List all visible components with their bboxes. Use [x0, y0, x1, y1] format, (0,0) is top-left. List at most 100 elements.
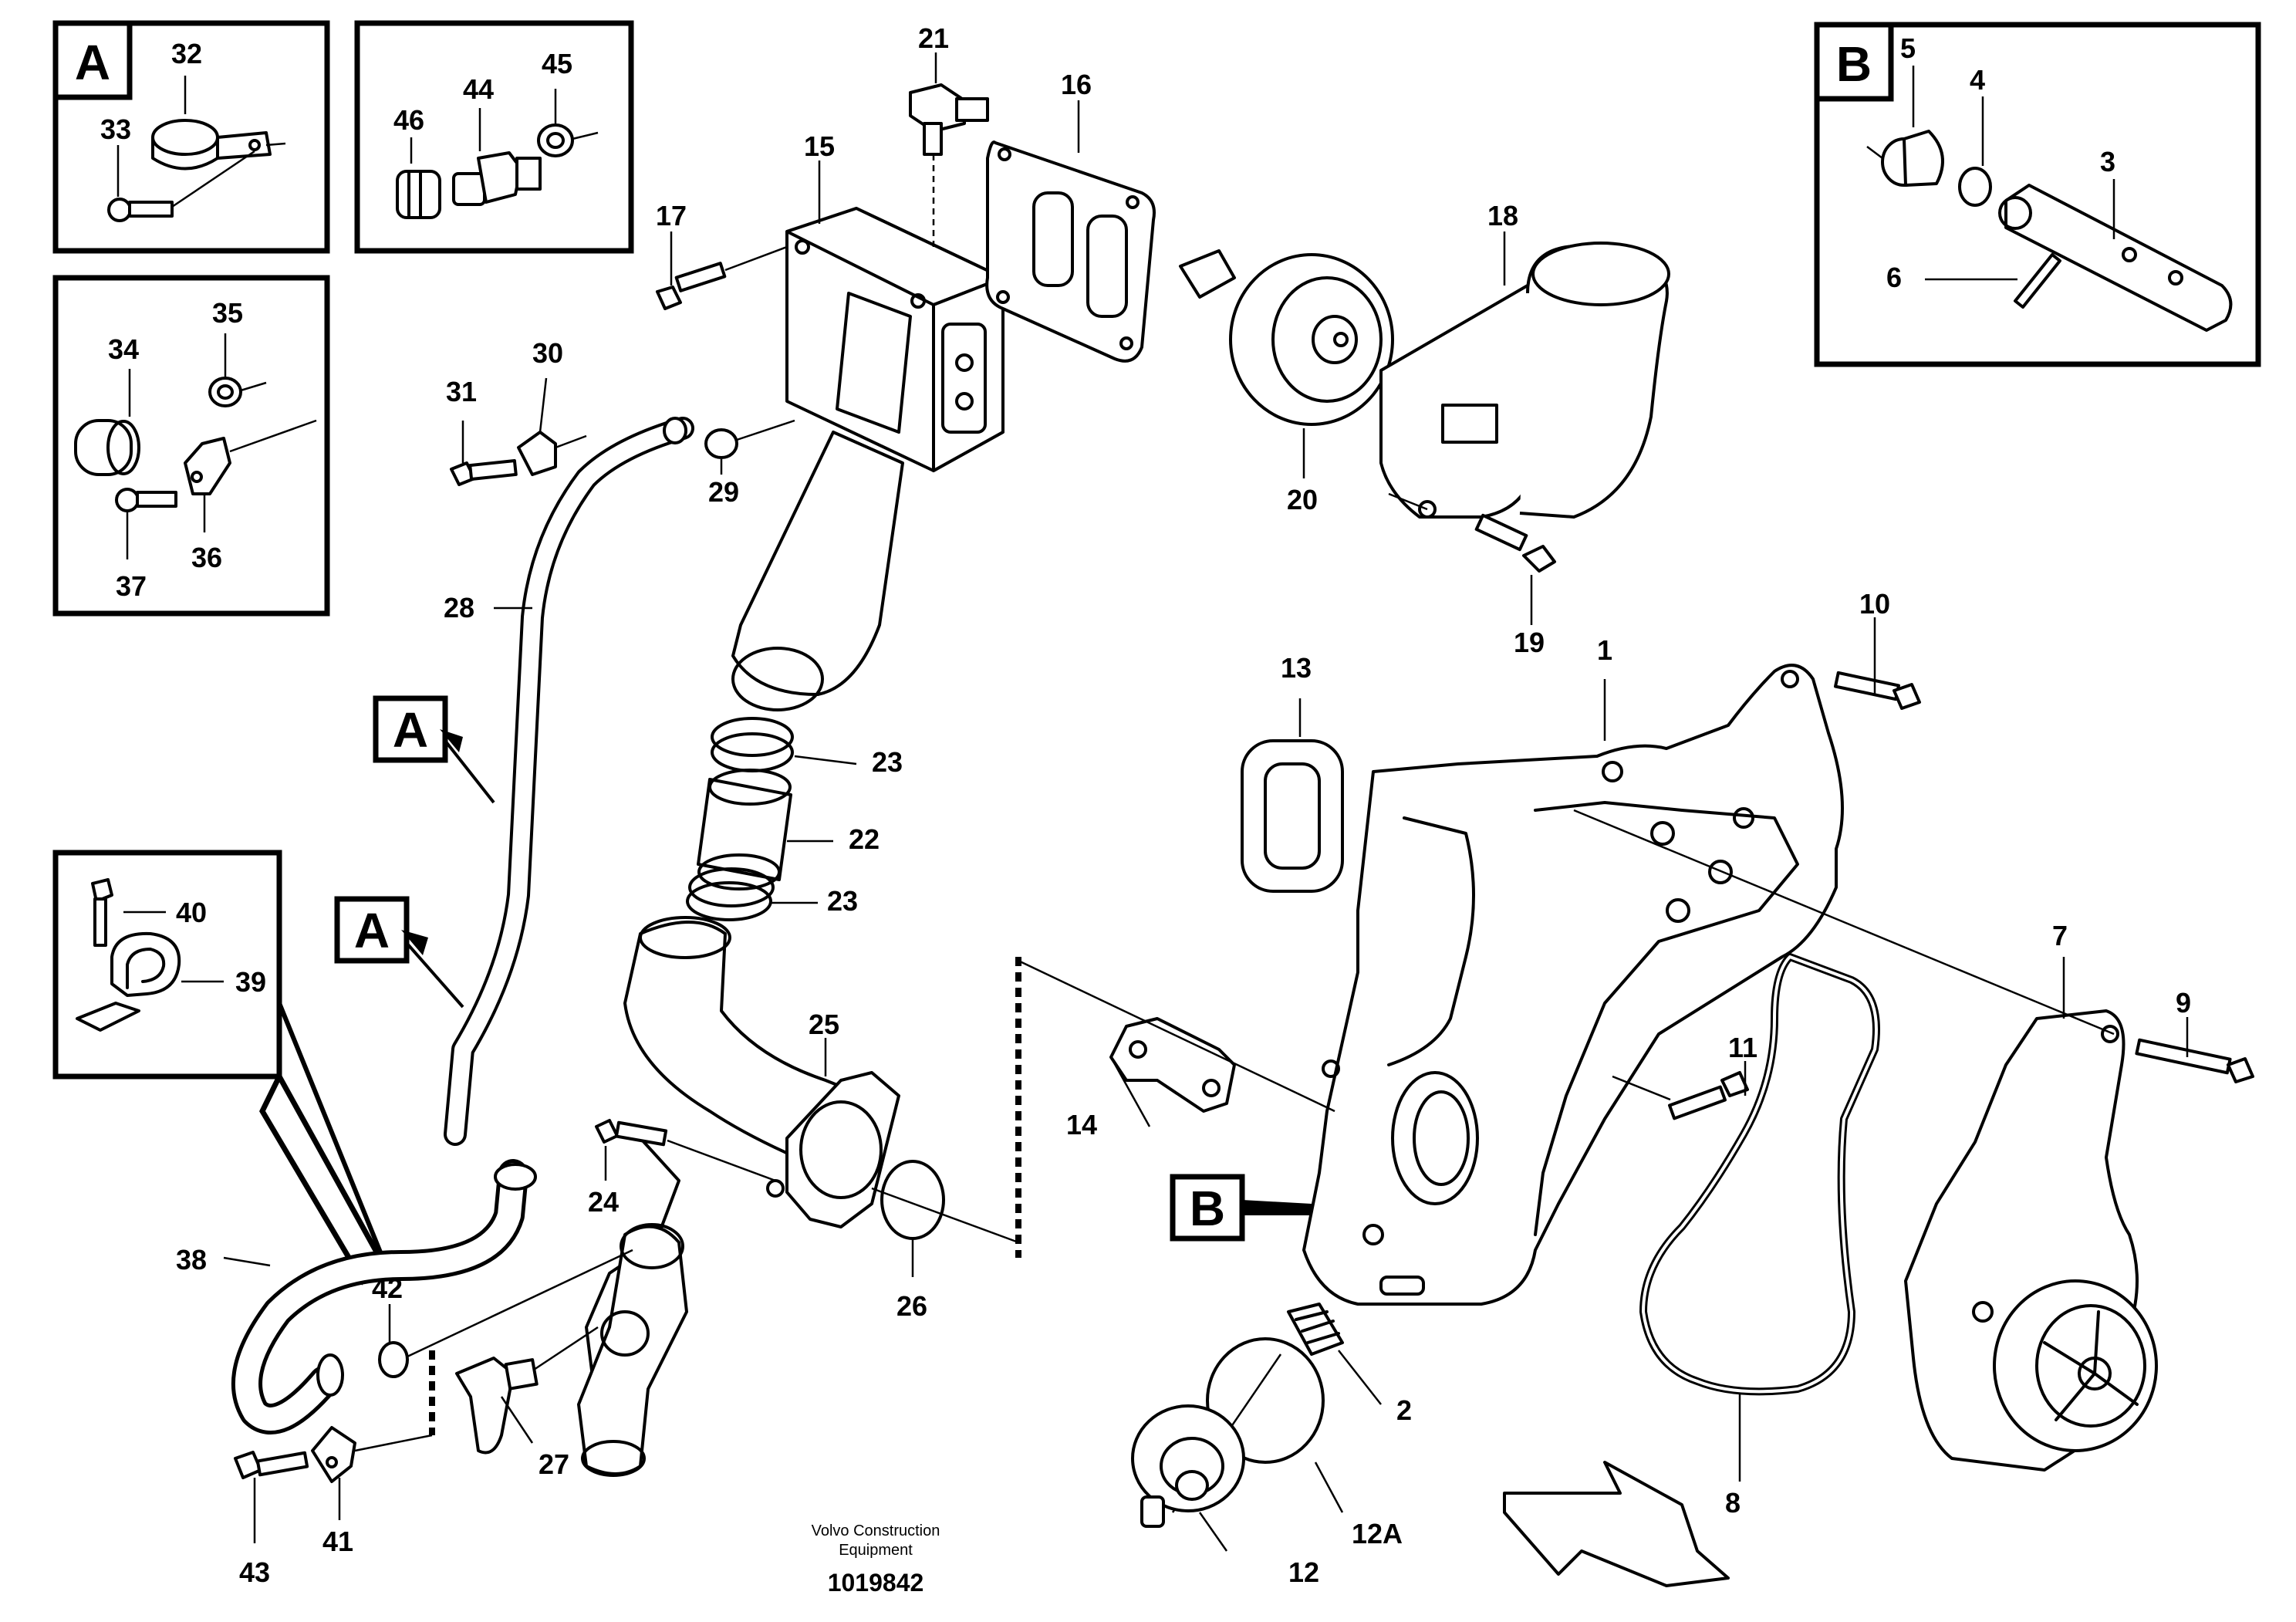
part-40-bolt [91, 878, 113, 947]
part-21-sensor [909, 83, 989, 247]
footer-company-line2: Equipment [839, 1542, 913, 1559]
part-20-thermostat [1179, 249, 1394, 426]
footer-drawing-number: 1019842 [828, 1569, 924, 1597]
callout-34: 34 [108, 333, 139, 365]
callout-9: 9 [2176, 987, 2191, 1019]
part-5-bushing [1866, 130, 1944, 187]
part-4-o-ring [1958, 167, 1992, 207]
part-6-pin [2014, 253, 2061, 309]
part-26-o-ring [871, 1160, 1019, 1244]
callout-22: 22 [849, 823, 880, 855]
svg-text:B: B [1190, 1181, 1225, 1236]
callout-33: 33 [100, 113, 131, 145]
footer-company-line1: Volvo Construction [812, 1522, 940, 1539]
part-3-shaft [1998, 184, 2233, 332]
callout-44: 44 [463, 73, 494, 105]
part-2-stud [1287, 1303, 1344, 1356]
part-10-bolt [1834, 671, 1921, 710]
part-7-water-pump [1573, 809, 2158, 1472]
part-41-bracket [311, 1426, 433, 1483]
callout-28: 28 [444, 592, 474, 623]
part-38-hose [231, 1159, 537, 1434]
detail-indicator-b: B [1170, 1174, 1312, 1242]
callout-35: 35 [212, 297, 243, 329]
part-29-o-ring [704, 419, 795, 459]
part-28-hose [444, 417, 694, 1146]
detail-box-39-40: 40 39 [52, 850, 388, 1286]
part-1-timing-cover [1302, 664, 1844, 1306]
callout-32: 32 [171, 38, 202, 69]
callout-39: 39 [235, 966, 266, 998]
part-23-upper-clamp [711, 717, 794, 772]
part-46-plug [396, 170, 441, 219]
part-24-bolt [595, 1119, 776, 1182]
callout-6: 6 [1886, 262, 1902, 293]
part-11-bolt [1612, 1071, 1749, 1120]
detail-indicator-a-lower: A [334, 896, 464, 1009]
callout-1: 1 [1597, 634, 1612, 666]
part-42-washer [378, 1249, 633, 1378]
callout-29: 29 [708, 476, 739, 508]
callout-4: 4 [1970, 64, 1985, 96]
detail-box-34-37: 34 35 37 36 [52, 275, 330, 617]
callout-23a: 23 [872, 746, 903, 778]
callouts: 21 16 15 17 18 30 31 29 20 19 28 13 1 10… [176, 22, 2191, 1588]
callout-7: 7 [2052, 920, 2068, 951]
callout-19: 19 [1514, 627, 1545, 658]
callout-24: 24 [588, 1186, 619, 1218]
callout-14: 14 [1066, 1109, 1097, 1140]
detail-box-44-46: 46 44 45 [354, 20, 634, 254]
part-25-flange [766, 1071, 900, 1228]
callout-41: 41 [322, 1526, 353, 1557]
part-9-bolt [2135, 1038, 2254, 1083]
part-33-screw [107, 150, 255, 222]
part-23-lower-clamp [686, 867, 775, 921]
detail-box-a-32-33: A 32 33 [52, 20, 330, 254]
callout-11: 11 [1728, 1032, 1757, 1063]
callout-10: 10 [1859, 588, 1890, 620]
callout-38: 38 [176, 1244, 207, 1276]
callout-20: 20 [1287, 484, 1318, 515]
part-12-pulley [1131, 1404, 1245, 1528]
callout-46: 46 [393, 104, 424, 136]
part-30-bracket [517, 431, 587, 476]
part-19-bolt [1388, 492, 1556, 573]
part-13-seal [1241, 739, 1344, 893]
footer: Volvo Construction Equipment 1019842 [812, 1522, 940, 1597]
callout-12a: 12A [1352, 1518, 1403, 1549]
callout-25: 25 [809, 1009, 839, 1040]
callout-45: 45 [542, 48, 572, 79]
detail-label-a: A [75, 35, 110, 90]
part-43-bolt [234, 1451, 309, 1479]
callout-13: 13 [1281, 652, 1312, 684]
callout-3: 3 [2100, 146, 2115, 177]
callout-40: 40 [176, 897, 207, 928]
part-17-bolt [656, 245, 788, 310]
part-15-thermostat-housing [785, 207, 1004, 472]
pipe-tee [577, 1223, 688, 1477]
callout-42: 42 [372, 1272, 403, 1304]
detail-indicator-a-upper: A [373, 695, 495, 804]
part-32-clamp [151, 119, 286, 171]
callout-30: 30 [532, 337, 563, 369]
part-18-cover [1379, 242, 1670, 519]
callout-21: 21 [918, 22, 949, 54]
callout-12: 12 [1288, 1556, 1319, 1588]
callout-5: 5 [1900, 32, 1916, 64]
thermostat-outlet-tube [731, 431, 904, 711]
callout-16: 16 [1061, 69, 1092, 100]
part-22-hose [697, 769, 792, 890]
part-35-washer [208, 377, 267, 407]
part-39-p-clamp [76, 931, 181, 1032]
part-8-gasket [1639, 953, 1880, 1396]
detail-label-b: B [1836, 36, 1872, 92]
view-direction-arrow [1503, 1461, 1730, 1587]
callout-leaders [223, 52, 2189, 1552]
part-16-gasket [985, 140, 1156, 363]
callout-27: 27 [539, 1448, 569, 1480]
callout-43: 43 [239, 1556, 270, 1588]
part-14-bracket [1018, 959, 1335, 1113]
svg-text:A: A [393, 702, 428, 758]
part-45-washer [537, 123, 599, 157]
